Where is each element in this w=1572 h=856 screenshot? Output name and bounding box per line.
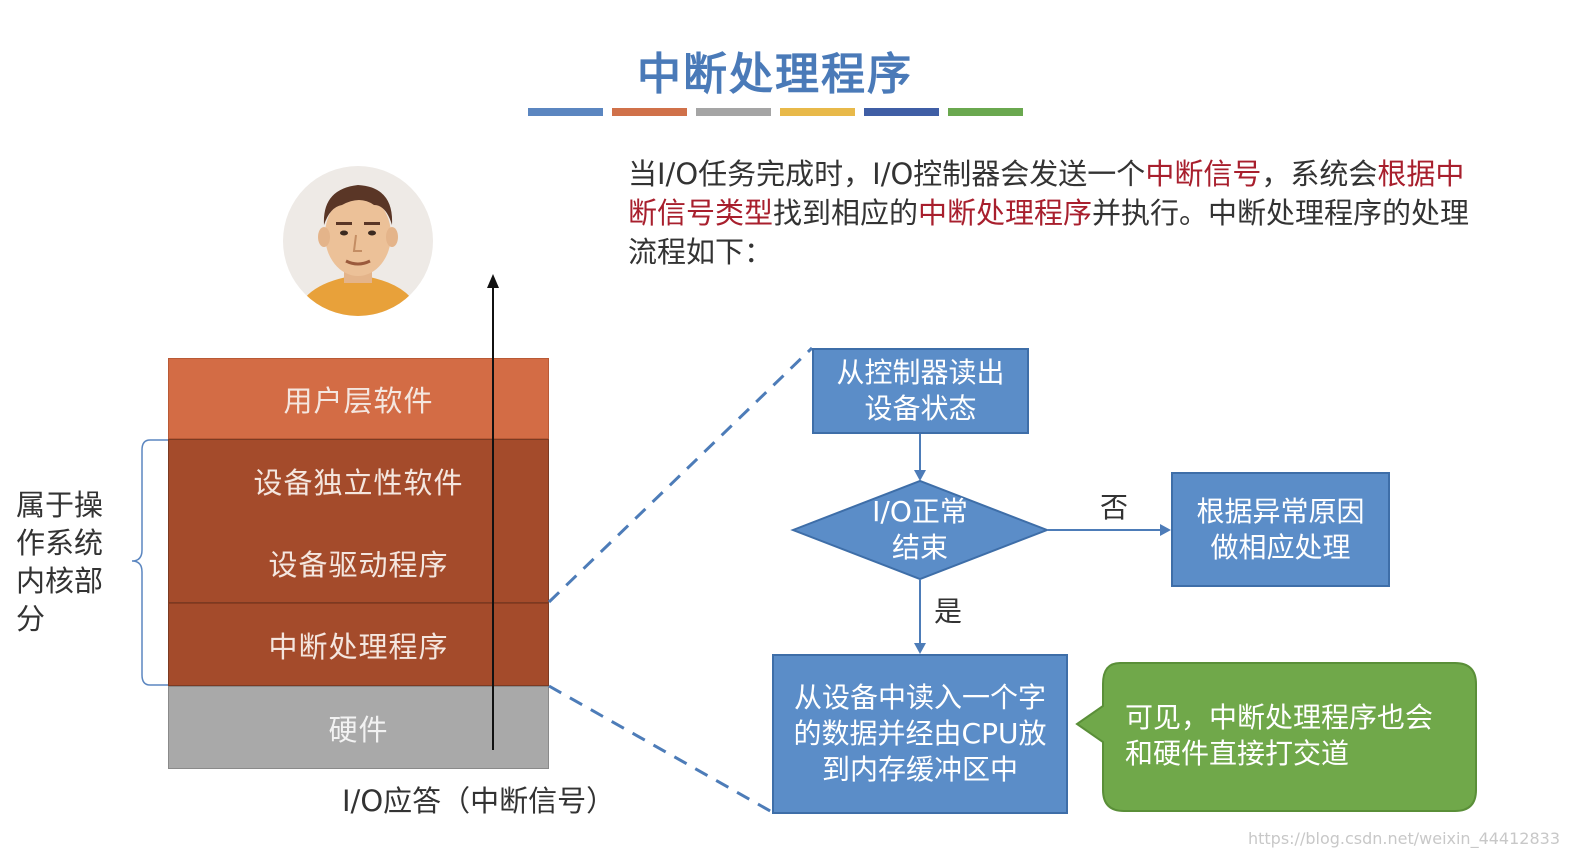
intro-text: 当I/O任务完成时，I/O控制器会发送一个 xyxy=(628,157,1146,191)
branch-no-label: 否 xyxy=(1100,491,1129,524)
callout-text: 可见，中断处理程序也会和硬件直接打交道 xyxy=(1125,701,1434,770)
flow-step-read-status: 从控制器读出设备状态 xyxy=(812,348,1029,434)
avatar-icon xyxy=(283,166,433,316)
layer-interrupt-handler: 中断处理程序 xyxy=(168,603,549,686)
flow-step-text: 从设备中读入一个字的数据并经由CPU放到内存缓冲区中 xyxy=(793,681,1047,786)
intro-highlight: 中断信号 xyxy=(1145,157,1262,191)
layer-kernel-group: 设备独立性软件 设备驱动程序 xyxy=(168,439,549,603)
arrowhead-icon xyxy=(914,470,926,481)
layer-device-independent: 设备独立性软件 xyxy=(253,466,464,500)
title-underline-segment xyxy=(948,108,1023,116)
io-reply-label: I/O应答（中断信号） xyxy=(342,784,616,818)
arrowhead-icon xyxy=(1160,524,1171,536)
title-underline-segment xyxy=(528,108,603,116)
title-underline-segment xyxy=(780,108,855,116)
title-underline-segment xyxy=(612,108,687,116)
flow-step-text: 从控制器读出设备状态 xyxy=(836,356,1005,425)
intro-highlight: 根据中断信号类型 xyxy=(628,157,1465,230)
branch-yes-label: 是 xyxy=(934,595,963,628)
zoom-line-bottom xyxy=(548,684,773,814)
intro-text: 并执行。中断处理程序的处理流程如下： xyxy=(628,196,1470,269)
decision-label: I/O正常结束 xyxy=(842,494,998,566)
layer-hardware: 硬件 xyxy=(168,686,549,769)
page-title: 中断处理程序 xyxy=(637,49,913,100)
watermark: https://blog.csdn.net/weixin_44412833 xyxy=(1247,829,1560,848)
intro-paragraph: 当I/O任务完成时，I/O控制器会发送一个中断信号，系统会根据中断信号类型找到相… xyxy=(628,155,1488,272)
flow-step-text: 根据异常原因做相应处理 xyxy=(1196,494,1365,564)
title-underline-segment xyxy=(696,108,771,116)
intro-text: ，系统会 xyxy=(1261,157,1378,191)
layer-user-software: 用户层软件 xyxy=(168,358,549,439)
kernel-label: 属于操作系统内核部分 xyxy=(16,488,104,636)
decision-text: I/O正常结束 xyxy=(872,495,968,564)
intro-highlight: 中断处理程序 xyxy=(918,196,1093,230)
title-underline-segment xyxy=(864,108,939,116)
callout-bubble xyxy=(1075,662,1477,812)
arrowhead-icon xyxy=(914,643,926,654)
kernel-bracket xyxy=(131,439,170,686)
flow-step-read-data: 从设备中读入一个字的数据并经由CPU放到内存缓冲区中 xyxy=(772,654,1068,814)
layer-device-driver: 设备驱动程序 xyxy=(268,548,449,582)
zoom-line-top xyxy=(547,346,814,604)
intro-text: 找到相应的 xyxy=(773,196,919,230)
up-arrow-icon xyxy=(487,274,499,750)
flow-step-handle-error: 根据异常原因做相应处理 xyxy=(1171,472,1390,587)
